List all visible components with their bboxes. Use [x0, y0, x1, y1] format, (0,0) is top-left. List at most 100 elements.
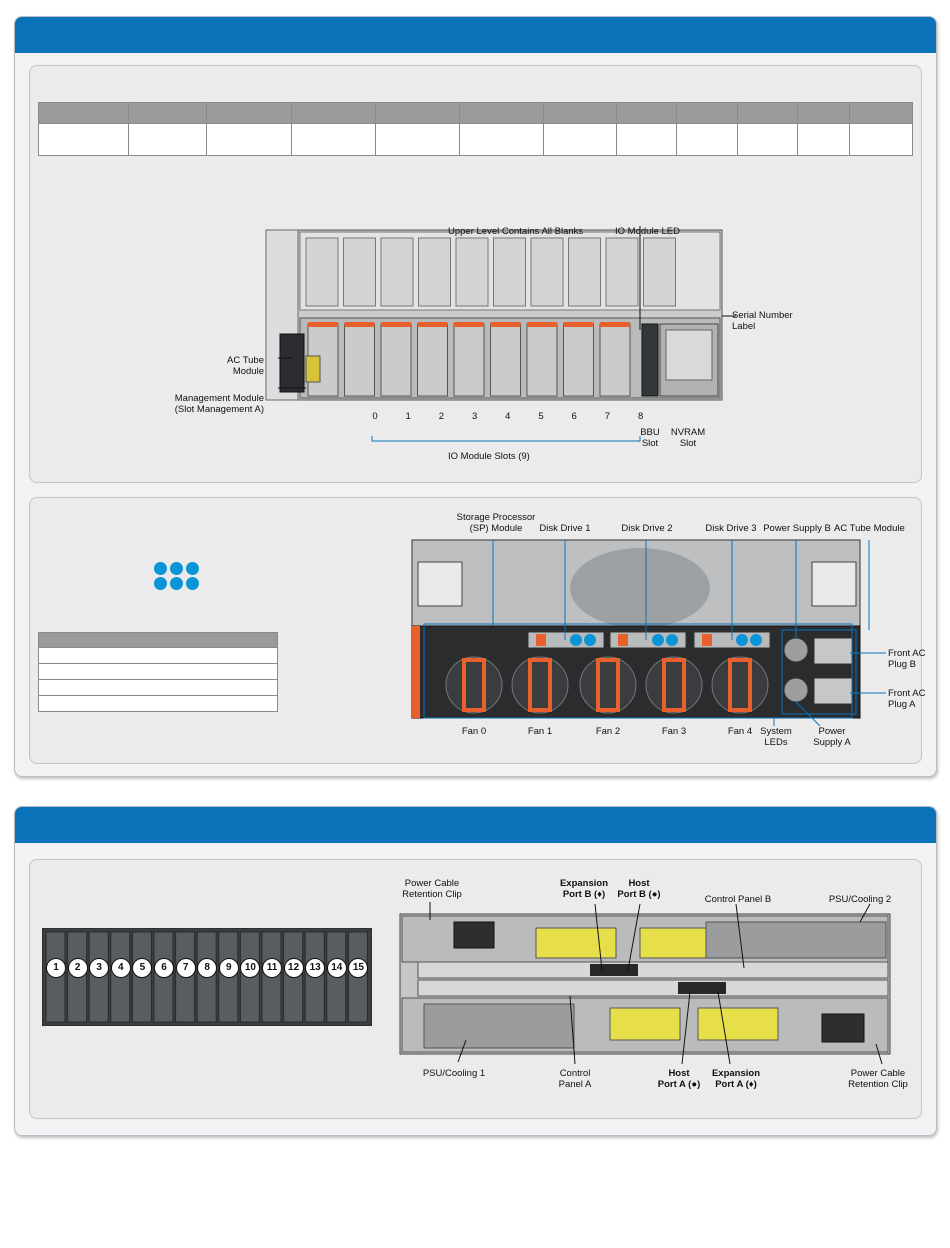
- io-module-slots-label: IO Module Slots (9): [448, 451, 530, 462]
- fan-handle: [462, 658, 486, 712]
- psu-cooling-2-label: PSU/Cooling 2: [828, 894, 892, 905]
- io-module-slot: [563, 323, 594, 397]
- io-module-led-label: IO Module LED: [615, 226, 680, 237]
- system-leds-label: System LEDs: [760, 726, 792, 748]
- blank-module: [305, 237, 339, 307]
- blank-module: [530, 237, 564, 307]
- slot-number-3: 3: [471, 411, 478, 422]
- io-module-slot: [599, 323, 631, 397]
- io-module-slot: [453, 323, 485, 397]
- io-module-slot: [526, 323, 558, 397]
- power-clip-bottom-label: Power Cable Retention Clip: [848, 1068, 908, 1090]
- io-module-slot: [417, 323, 448, 397]
- drive-number-14: 14: [326, 958, 347, 978]
- io-module-slot: [344, 323, 375, 397]
- disk-marker-dot: [584, 634, 596, 646]
- drive-number-6: 6: [154, 958, 174, 978]
- drive-number-1: 1: [46, 958, 66, 978]
- drive-number-4: 4: [110, 958, 131, 978]
- slot-number-7: 7: [604, 411, 611, 422]
- io-module-handle: [600, 322, 630, 327]
- fan-3-label: Fan 3: [661, 726, 687, 737]
- fan: [645, 656, 703, 714]
- drive-number-8: 8: [197, 958, 218, 978]
- fan-handle: [596, 658, 620, 712]
- io-module-handle: [563, 322, 594, 327]
- legend-table-row: [38, 695, 278, 712]
- slot-number-6: 6: [571, 411, 577, 422]
- drive-number-10: 10: [240, 958, 261, 978]
- front-ac-plug-a-label: Front AC Plug A: [888, 688, 926, 710]
- control-panel-b-label: Control Panel B: [704, 894, 772, 905]
- drive-number-9: 9: [218, 958, 239, 978]
- blank-module: [643, 237, 676, 307]
- slot-number-8: 8: [637, 411, 644, 422]
- management-module-label: Management Module (Slot Management A): [174, 393, 264, 415]
- fan-1-label: Fan 1: [527, 726, 553, 737]
- sp-module-label: Storage Processor (SP) Module: [456, 512, 536, 534]
- dots-grid-icon: [154, 562, 204, 592]
- io-module-slot: [490, 323, 521, 397]
- rear-view-image: [265, 226, 736, 442]
- slot-number-1: 1: [405, 411, 411, 422]
- upper-level-label: Upper Level Contains All Blanks: [448, 226, 584, 237]
- io-module-handle: [490, 322, 521, 327]
- power-supply-b-label: Power Supply B: [763, 523, 831, 534]
- blank-module: [343, 237, 376, 307]
- disk-drive: [609, 631, 687, 649]
- power-clip-top-label: Power Cable Retention Clip: [402, 878, 462, 900]
- dae-rear-image: [399, 902, 891, 1065]
- io-module-handle: [417, 322, 448, 327]
- control-panel-a-label: Control Panel A: [558, 1068, 592, 1090]
- spec-table: [37, 102, 913, 156]
- disk-drive-3-label: Disk Drive 3: [705, 523, 757, 534]
- host-port-b-label: Host Port B (●): [617, 878, 661, 900]
- fan-handle: [728, 658, 752, 712]
- legend-table-header-row: [38, 632, 278, 648]
- blank-module: [568, 237, 601, 307]
- expansion-port-b-label: Expansion Port B (♦): [559, 878, 609, 900]
- disk-latch: [618, 634, 628, 646]
- io-module-handle: [344, 322, 375, 327]
- ac-tube-label: AC Tube Module: [227, 355, 264, 377]
- io-module-handle: [527, 322, 557, 327]
- fan-2-label: Fan 2: [595, 726, 621, 737]
- io-module-handle: [381, 322, 411, 327]
- disk-drive-2-label: Disk Drive 2: [621, 523, 673, 534]
- disk-marker-dot: [736, 634, 748, 646]
- fan-4-label: Fan 4: [727, 726, 753, 737]
- front-view-card: Storage Processor (SP) Module Disk Drive…: [29, 497, 926, 764]
- section-2-header: [15, 807, 936, 843]
- disk-drive-1-label: Disk Drive 1: [539, 523, 591, 534]
- spec-table-row: [37, 123, 913, 156]
- fan-0-label: Fan 0: [461, 726, 487, 737]
- fan-handle: [662, 658, 686, 712]
- drive-number-5: 5: [132, 958, 153, 978]
- fan: [445, 656, 503, 714]
- power-supply-a-label: Power Supply A: [813, 726, 851, 748]
- drive-number-11: 11: [262, 958, 282, 978]
- bbu-slot-label: BBU Slot: [640, 427, 660, 449]
- io-module-handle: [454, 322, 484, 327]
- legend-table-row: [38, 679, 278, 696]
- disk-marker-dot: [750, 634, 762, 646]
- section-1-header: [15, 17, 936, 53]
- drive-number-7: 7: [175, 958, 196, 978]
- disk-latch: [536, 634, 546, 646]
- legend-table-row: [38, 647, 278, 664]
- host-port-a-label: Host Port A (●): [657, 1068, 701, 1090]
- disk-marker-dot: [666, 634, 678, 646]
- section-1-panel: Upper Level Contains All Blanks IO Modul…: [14, 16, 937, 777]
- drive-number-3: 3: [89, 958, 110, 978]
- drive-number-15: 15: [348, 958, 369, 978]
- nvram-slot-label: NVRAM Slot: [670, 427, 706, 449]
- blank-module: [455, 237, 489, 307]
- fan: [711, 656, 769, 714]
- disk-latch: [702, 634, 712, 646]
- expansion-port-a-label: Expansion Port A (♦): [711, 1068, 761, 1090]
- blank-module: [380, 237, 414, 307]
- fan: [579, 656, 637, 714]
- drive-number-12: 12: [283, 958, 304, 978]
